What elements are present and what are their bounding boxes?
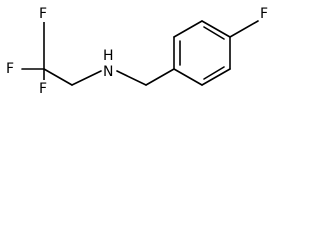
ring-bond-6 xyxy=(173,68,203,86)
atom-label-f-bottom: F xyxy=(39,81,47,97)
atom-label-nh-h: H xyxy=(103,48,114,64)
bond-ring-f xyxy=(229,20,259,38)
ring-double-bond-3 xyxy=(203,66,225,80)
label-bg-f-top xyxy=(37,5,51,22)
label-bg-f-left xyxy=(4,60,18,77)
atom-label-n: N xyxy=(103,64,113,80)
atom-label-f-para: F xyxy=(260,6,268,22)
label-bg-f-bottom xyxy=(37,80,51,97)
atom-label-f-top: F xyxy=(39,6,47,22)
chemical-structure: F F F H N F xyxy=(4,5,268,97)
bond-c2-n xyxy=(71,70,102,86)
atom-label-f-left: F xyxy=(6,61,14,77)
bond-n-c3 xyxy=(116,70,147,86)
bond-c3-ring xyxy=(145,68,175,86)
ring-double-bond-2 xyxy=(203,26,225,40)
ring-bond-3 xyxy=(201,20,231,38)
atom-labels: F F F H N F xyxy=(4,5,268,97)
ring-bond-2 xyxy=(173,20,203,38)
ring-bond-5 xyxy=(201,68,231,86)
bonds xyxy=(21,20,259,86)
bond-c1-c2 xyxy=(43,68,73,86)
